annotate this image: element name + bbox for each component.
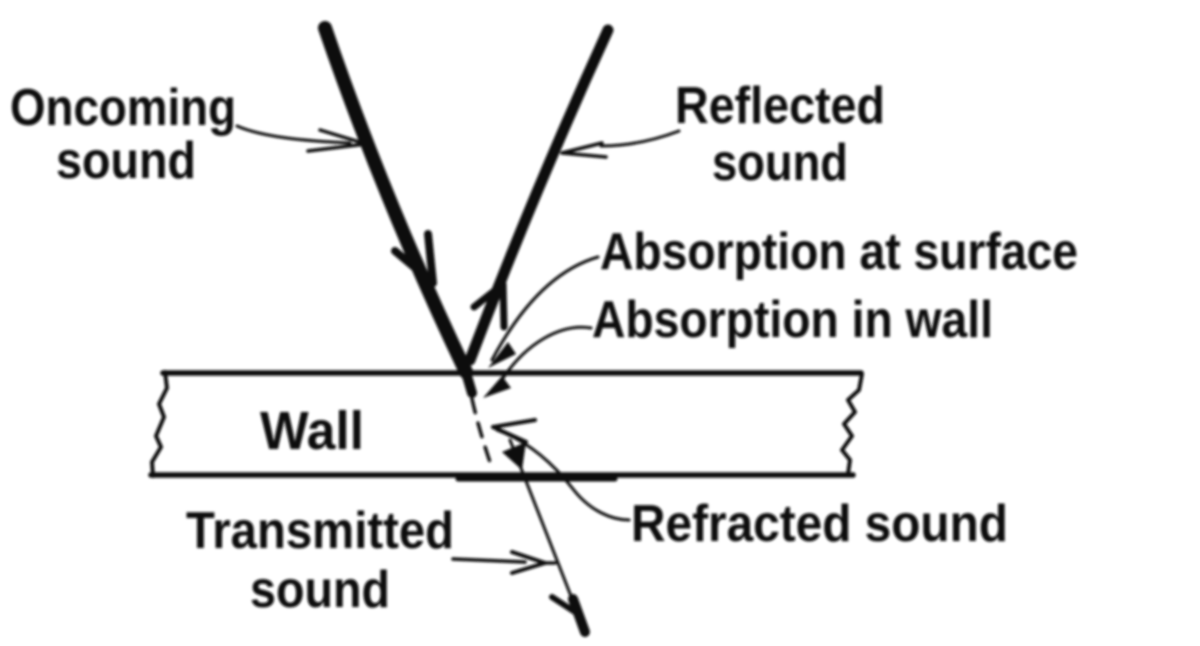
svg-text:Oncoming: Oncoming [10, 79, 236, 137]
svg-text:Refracted sound: Refracted sound [631, 495, 1008, 553]
svg-text:sound: sound [56, 132, 196, 190]
svg-text:Transmitted: Transmitted [186, 502, 454, 560]
svg-text:Absorption in wall: Absorption in wall [592, 291, 993, 349]
svg-text:Reflected: Reflected [675, 77, 885, 135]
svg-text:sound: sound [250, 561, 390, 619]
svg-text:Absorption at surface: Absorption at surface [600, 223, 1078, 281]
svg-text:sound: sound [712, 134, 848, 192]
svg-text:Wall: Wall [260, 401, 364, 461]
